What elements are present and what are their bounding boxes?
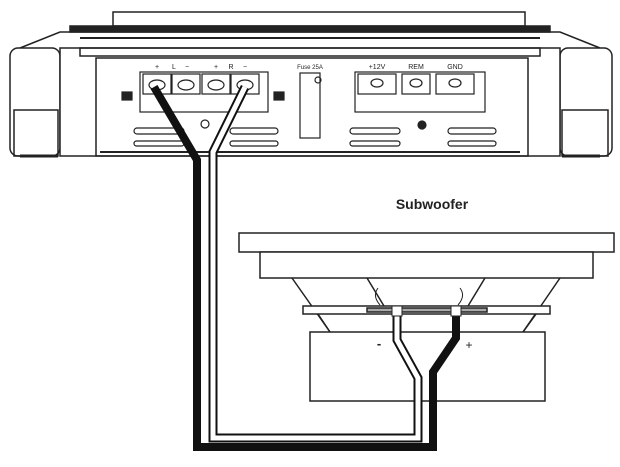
subwoofer-negative-terminal: [391, 305, 403, 317]
power-terminal-block: [349, 71, 497, 147]
right-plus-label: +: [214, 64, 218, 71]
left-channel-label: L: [172, 64, 176, 71]
amplifier: [9, 11, 613, 158]
wire-negative-white: [208, 85, 423, 443]
subwoofer: [238, 232, 615, 402]
left-minus-label: −: [185, 64, 189, 71]
subwoofer-plus-label: +: [465, 338, 472, 352]
subwoofer-positive-terminal: [450, 305, 462, 317]
plus-12v-label: +12V: [369, 64, 386, 71]
right-minus-label: −: [243, 64, 247, 71]
fuse: [299, 72, 322, 139]
speaker-terminal-labels: + L − + R −: [155, 64, 247, 71]
subwoofer-title: Subwoofer: [396, 196, 469, 212]
wire-positive-black: [150, 84, 460, 451]
power-terminal-labels: +12V REM GND: [369, 64, 463, 71]
subwoofer-minus-label: -: [377, 336, 381, 351]
gnd-label: GND: [447, 64, 463, 71]
left-plus-label: +: [155, 64, 159, 71]
right-channel-label: R: [228, 64, 233, 71]
rem-label: REM: [408, 64, 424, 71]
fuse-label: Fuse 25A: [297, 65, 323, 71]
